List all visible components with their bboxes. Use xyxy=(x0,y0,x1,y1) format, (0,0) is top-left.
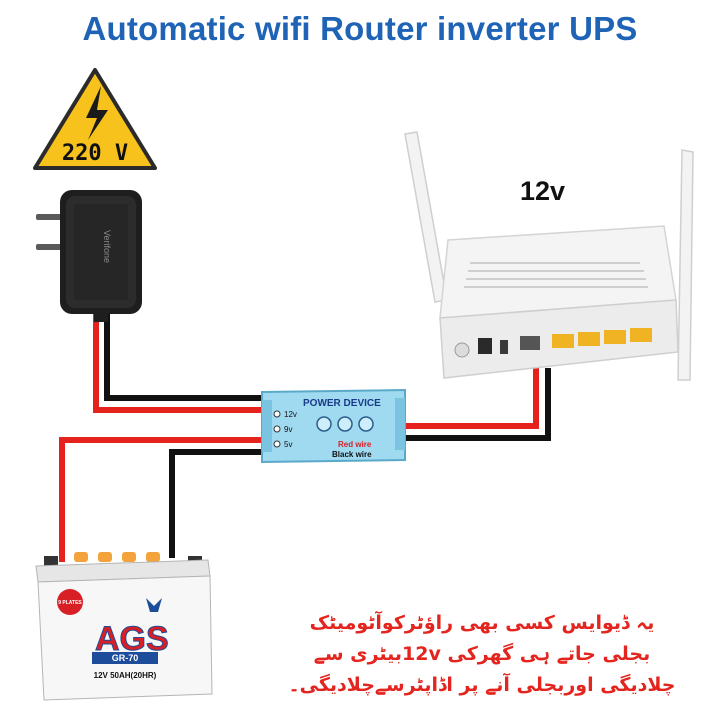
router-antenna-right xyxy=(677,149,694,381)
eagle-logo-icon xyxy=(146,598,162,612)
router-black-wire xyxy=(405,368,551,441)
battery-icon: 9 PLATES AGS GR-70 12V 50AH(20HR) xyxy=(35,552,213,701)
urdu-description: یہ ڈیوایس کسی بھی راؤٹرکوآٹومیٹک بجلی جا… xyxy=(262,608,702,701)
page-title: Automatic wifi Router inverter UPS xyxy=(82,10,638,47)
red-wire-label: Red wire xyxy=(338,440,372,449)
battery-red-wire xyxy=(59,437,262,562)
led-5v xyxy=(273,440,281,448)
output-label-12v: 12v xyxy=(284,410,297,419)
output-label-5v: 5v xyxy=(284,440,292,449)
led-9v xyxy=(273,425,281,433)
black-wire-label: Black wire xyxy=(332,450,372,459)
description-line-3: چلادیگی اوربجلی آنے پر اڈاپٹرسےچلادیگی۔ xyxy=(288,674,676,696)
device-name: POWER DEVICE xyxy=(303,398,381,409)
battery-black-wire xyxy=(169,449,262,558)
knob-3 xyxy=(358,416,374,432)
router-red-wire xyxy=(405,368,539,429)
router-antenna-left xyxy=(404,131,448,303)
description-line-2: بجلی جاتے ہی گھرکی 12vبیٹری سے xyxy=(313,643,651,665)
ups-module-icon: POWER DEVICE 12v 9v 5v Red wire Black wi… xyxy=(261,388,406,464)
knob-2 xyxy=(337,416,353,432)
adapter-black-wire xyxy=(104,310,262,401)
output-label-9v: 9v xyxy=(284,425,292,434)
power-adapter-icon: Verifone xyxy=(36,190,142,322)
description-line-1: یہ ڈیوایس کسی بھی راؤٹرکوآٹومیٹک xyxy=(309,612,655,634)
led-12v xyxy=(273,410,281,418)
knob-1 xyxy=(316,416,332,432)
battery-spec: 12V 50AH(20HR) xyxy=(94,671,157,680)
adapter-red-wire xyxy=(93,310,262,413)
router-voltage-label: 12v xyxy=(520,176,565,206)
battery-model: GR-70 xyxy=(112,653,139,663)
svg-text:9 PLATES: 9 PLATES xyxy=(58,600,82,606)
wires xyxy=(59,310,551,562)
wifi-router-icon: 12v xyxy=(404,131,694,381)
high-voltage-warning-icon: 220 V xyxy=(33,68,157,170)
source-voltage-label: 220 V xyxy=(62,141,128,166)
plates-badge: 9 PLATES xyxy=(57,589,83,615)
adapter-brand: Verifone xyxy=(102,230,112,263)
